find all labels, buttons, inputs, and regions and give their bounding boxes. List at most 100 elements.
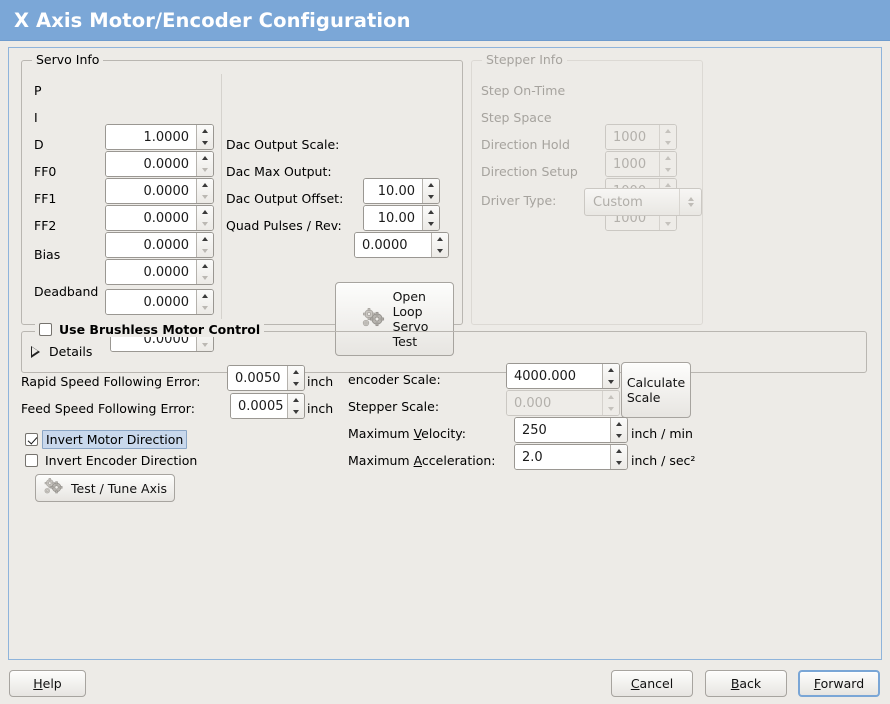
feed-speed-following-error-value[interactable]: 0.0005 <box>231 394 287 418</box>
servo-spin-bias-buttons[interactable] <box>196 290 213 314</box>
spin-up-icon[interactable] <box>197 152 213 164</box>
servo-spin-ff1-value[interactable]: 0.0000 <box>106 233 196 257</box>
spin-down-icon[interactable] <box>288 378 304 390</box>
servo-spin-d[interactable]: 0.0000 <box>105 178 214 204</box>
spin-up-icon[interactable] <box>603 391 619 403</box>
spin-down-icon[interactable] <box>197 339 213 351</box>
servo-spin-ff0-value[interactable]: 0.0000 <box>106 206 196 230</box>
spin-down-icon[interactable] <box>197 164 213 176</box>
step-on-time-spin[interactable]: 1000 <box>605 124 677 150</box>
spin-up-icon[interactable] <box>660 125 676 137</box>
details-expander[interactable]: Details <box>31 344 92 359</box>
stepper-scale-spin[interactable]: 0.000 <box>506 390 620 416</box>
spin-down-icon[interactable] <box>197 191 213 203</box>
encoder-scale-value[interactable]: 4000.000 <box>507 364 602 388</box>
spin-down-icon[interactable] <box>611 430 627 442</box>
driver-type-value[interactable]: Custom <box>593 194 643 210</box>
maximum-acceleration-buttons[interactable] <box>610 445 627 469</box>
spin-down-icon[interactable] <box>603 376 619 388</box>
spin-up-icon[interactable] <box>197 206 213 218</box>
stepper-scale-buttons[interactable] <box>602 391 619 415</box>
spin-down-icon[interactable] <box>197 245 213 257</box>
step-space-spin[interactable]: 1000 <box>605 151 677 177</box>
calculate-scale-button[interactable]: Calculate Scale <box>621 362 691 418</box>
servo-spin-ff2-buttons[interactable] <box>196 260 213 284</box>
spin-up-icon[interactable] <box>423 206 439 218</box>
spin-up-icon[interactable] <box>197 260 213 272</box>
spin-down-icon[interactable] <box>423 218 439 230</box>
dac-max-output-spin[interactable]: 10.00 <box>363 205 440 231</box>
servo-spin-p-buttons[interactable] <box>196 125 213 149</box>
spin-up-icon[interactable] <box>660 179 676 191</box>
back-button[interactable]: Back <box>705 670 787 697</box>
servo-spin-ff0[interactable]: 0.0000 <box>105 205 214 231</box>
spin-down-icon[interactable] <box>660 164 676 176</box>
spin-up-icon[interactable] <box>197 125 213 137</box>
spin-up-icon[interactable] <box>197 233 213 245</box>
servo-spin-i[interactable]: 0.0000 <box>105 151 214 177</box>
servo-spin-bias-value[interactable]: 0.0000 <box>106 290 196 314</box>
spin-down-icon[interactable] <box>603 403 619 415</box>
dac-max-output-buttons[interactable] <box>422 206 439 230</box>
chevron-right-icon[interactable] <box>31 345 40 358</box>
cancel-button[interactable]: Cancel <box>611 670 693 697</box>
step-space-value[interactable]: 1000 <box>606 152 659 176</box>
spin-down-icon[interactable] <box>197 137 213 149</box>
invert-encoder-checkbox-box[interactable] <box>25 454 38 467</box>
maximum-acceleration-spin[interactable]: 2.0 <box>514 444 628 470</box>
spin-down-icon[interactable] <box>197 272 213 284</box>
open-loop-servo-test-button[interactable]: Open Loop Servo Test <box>335 282 454 356</box>
spin-down-icon[interactable] <box>197 218 213 230</box>
step-on-time-buttons[interactable] <box>659 125 676 149</box>
invert-motor-direction-checkbox[interactable]: Invert Motor Direction <box>25 430 188 449</box>
maximum-velocity-buttons[interactable] <box>610 418 627 442</box>
spin-up-icon[interactable] <box>197 290 213 302</box>
dac-output-scale-spin[interactable]: 10.00 <box>363 178 440 204</box>
servo-spin-i-buttons[interactable] <box>196 152 213 176</box>
spin-down-icon[interactable] <box>423 191 439 203</box>
encoder-scale-buttons[interactable] <box>602 364 619 388</box>
spin-up-icon[interactable] <box>660 152 676 164</box>
spin-up-icon[interactable] <box>197 179 213 191</box>
servo-spin-ff1[interactable]: 0.0000 <box>105 232 214 258</box>
servo-spin-p[interactable]: 1.0000 <box>105 124 214 150</box>
invert-motor-checkbox-box[interactable] <box>25 433 38 446</box>
servo-spin-p-value[interactable]: 1.0000 <box>106 125 196 149</box>
spin-up-icon[interactable] <box>432 233 448 245</box>
invert-encoder-direction-checkbox[interactable]: Invert Encoder Direction <box>25 453 197 468</box>
dac-max-output-value[interactable]: 10.00 <box>364 206 422 230</box>
servo-spin-ff0-buttons[interactable] <box>196 206 213 230</box>
servo-spin-i-value[interactable]: 0.0000 <box>106 152 196 176</box>
rapid-error-buttons[interactable] <box>287 366 304 390</box>
maximum-acceleration-value[interactable]: 2.0 <box>515 445 610 469</box>
servo-spin-bias[interactable]: 0.0000 <box>105 289 214 315</box>
spin-down-icon[interactable] <box>432 245 448 257</box>
step-on-time-value[interactable]: 1000 <box>606 125 659 149</box>
dac-output-offset-spin[interactable]: 0.0000 <box>354 232 449 258</box>
servo-spin-d-buttons[interactable] <box>196 179 213 203</box>
dac-output-offset-value[interactable]: 0.0000 <box>355 233 431 257</box>
spin-down-icon[interactable] <box>197 302 213 314</box>
dac-output-scale-buttons[interactable] <box>422 179 439 203</box>
maximum-velocity-value[interactable]: 250 <box>515 418 610 442</box>
servo-spin-ff2-value[interactable]: 0.0000 <box>106 260 196 284</box>
servo-spin-d-value[interactable]: 0.0000 <box>106 179 196 203</box>
step-space-buttons[interactable] <box>659 152 676 176</box>
dac-output-offset-buttons[interactable] <box>431 233 448 257</box>
servo-spin-ff1-buttons[interactable] <box>196 233 213 257</box>
encoder-scale-spin[interactable]: 4000.000 <box>506 363 620 389</box>
spin-up-icon[interactable] <box>603 364 619 376</box>
stepper-scale-value[interactable]: 0.000 <box>507 391 602 415</box>
maximum-velocity-spin[interactable]: 250 <box>514 417 628 443</box>
use-brushless-motor-control-checkbox[interactable]: Use Brushless Motor Control <box>35 322 265 337</box>
rapid-speed-following-error-value[interactable]: 0.0050 <box>228 366 287 390</box>
spin-down-icon[interactable] <box>660 218 676 230</box>
spin-up-icon[interactable] <box>288 366 304 378</box>
help-button[interactable]: Help <box>9 670 86 697</box>
spin-up-icon[interactable] <box>288 394 304 406</box>
brushless-checkbox-box[interactable] <box>39 323 52 336</box>
chevron-updown-icon[interactable] <box>679 189 701 215</box>
test-tune-axis-button[interactable]: Test / Tune Axis <box>35 474 175 502</box>
spin-up-icon[interactable] <box>423 179 439 191</box>
driver-type-combo[interactable]: Custom <box>584 188 702 216</box>
